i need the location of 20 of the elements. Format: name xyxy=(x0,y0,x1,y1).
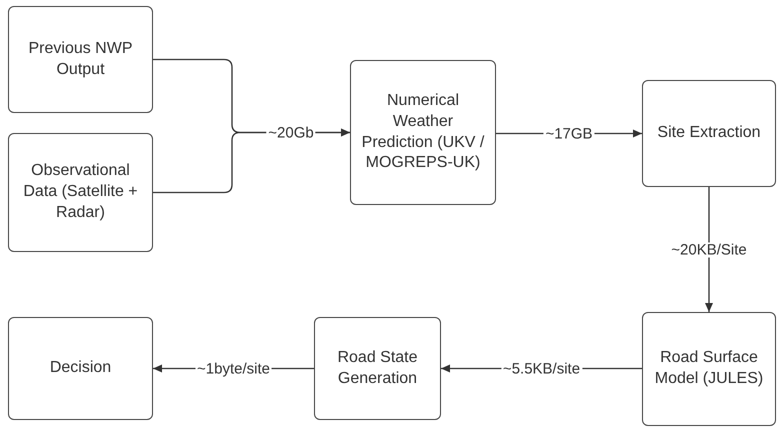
process-box xyxy=(8,317,153,420)
box-text: Road Surface Model (JULES) xyxy=(654,348,764,389)
box-text: Numerical Weather Prediction (UKV / MOGREPS-UK) xyxy=(360,90,486,174)
process-box xyxy=(8,6,153,113)
process-box xyxy=(642,312,776,426)
edge-label: ~20Gb xyxy=(266,125,316,140)
box-text: Decision xyxy=(50,358,112,378)
box-text: Observational Data (Satellite + Radar) xyxy=(22,161,139,223)
box-text: Previous NWP Output xyxy=(27,38,134,80)
edge-label: ~20KB/Site xyxy=(669,242,749,257)
edge-label: ~1byte/site xyxy=(195,361,272,376)
process-box xyxy=(350,60,496,205)
arrow xyxy=(705,187,713,312)
edge-label: ~5.5KB/site xyxy=(500,361,582,376)
process-box xyxy=(314,317,441,420)
box-text: Road State Generation xyxy=(336,348,419,388)
edge-label: ~17GB xyxy=(543,126,595,141)
process-box xyxy=(8,133,153,252)
process-box xyxy=(642,80,776,187)
box-text: Site Extraction xyxy=(657,123,761,144)
